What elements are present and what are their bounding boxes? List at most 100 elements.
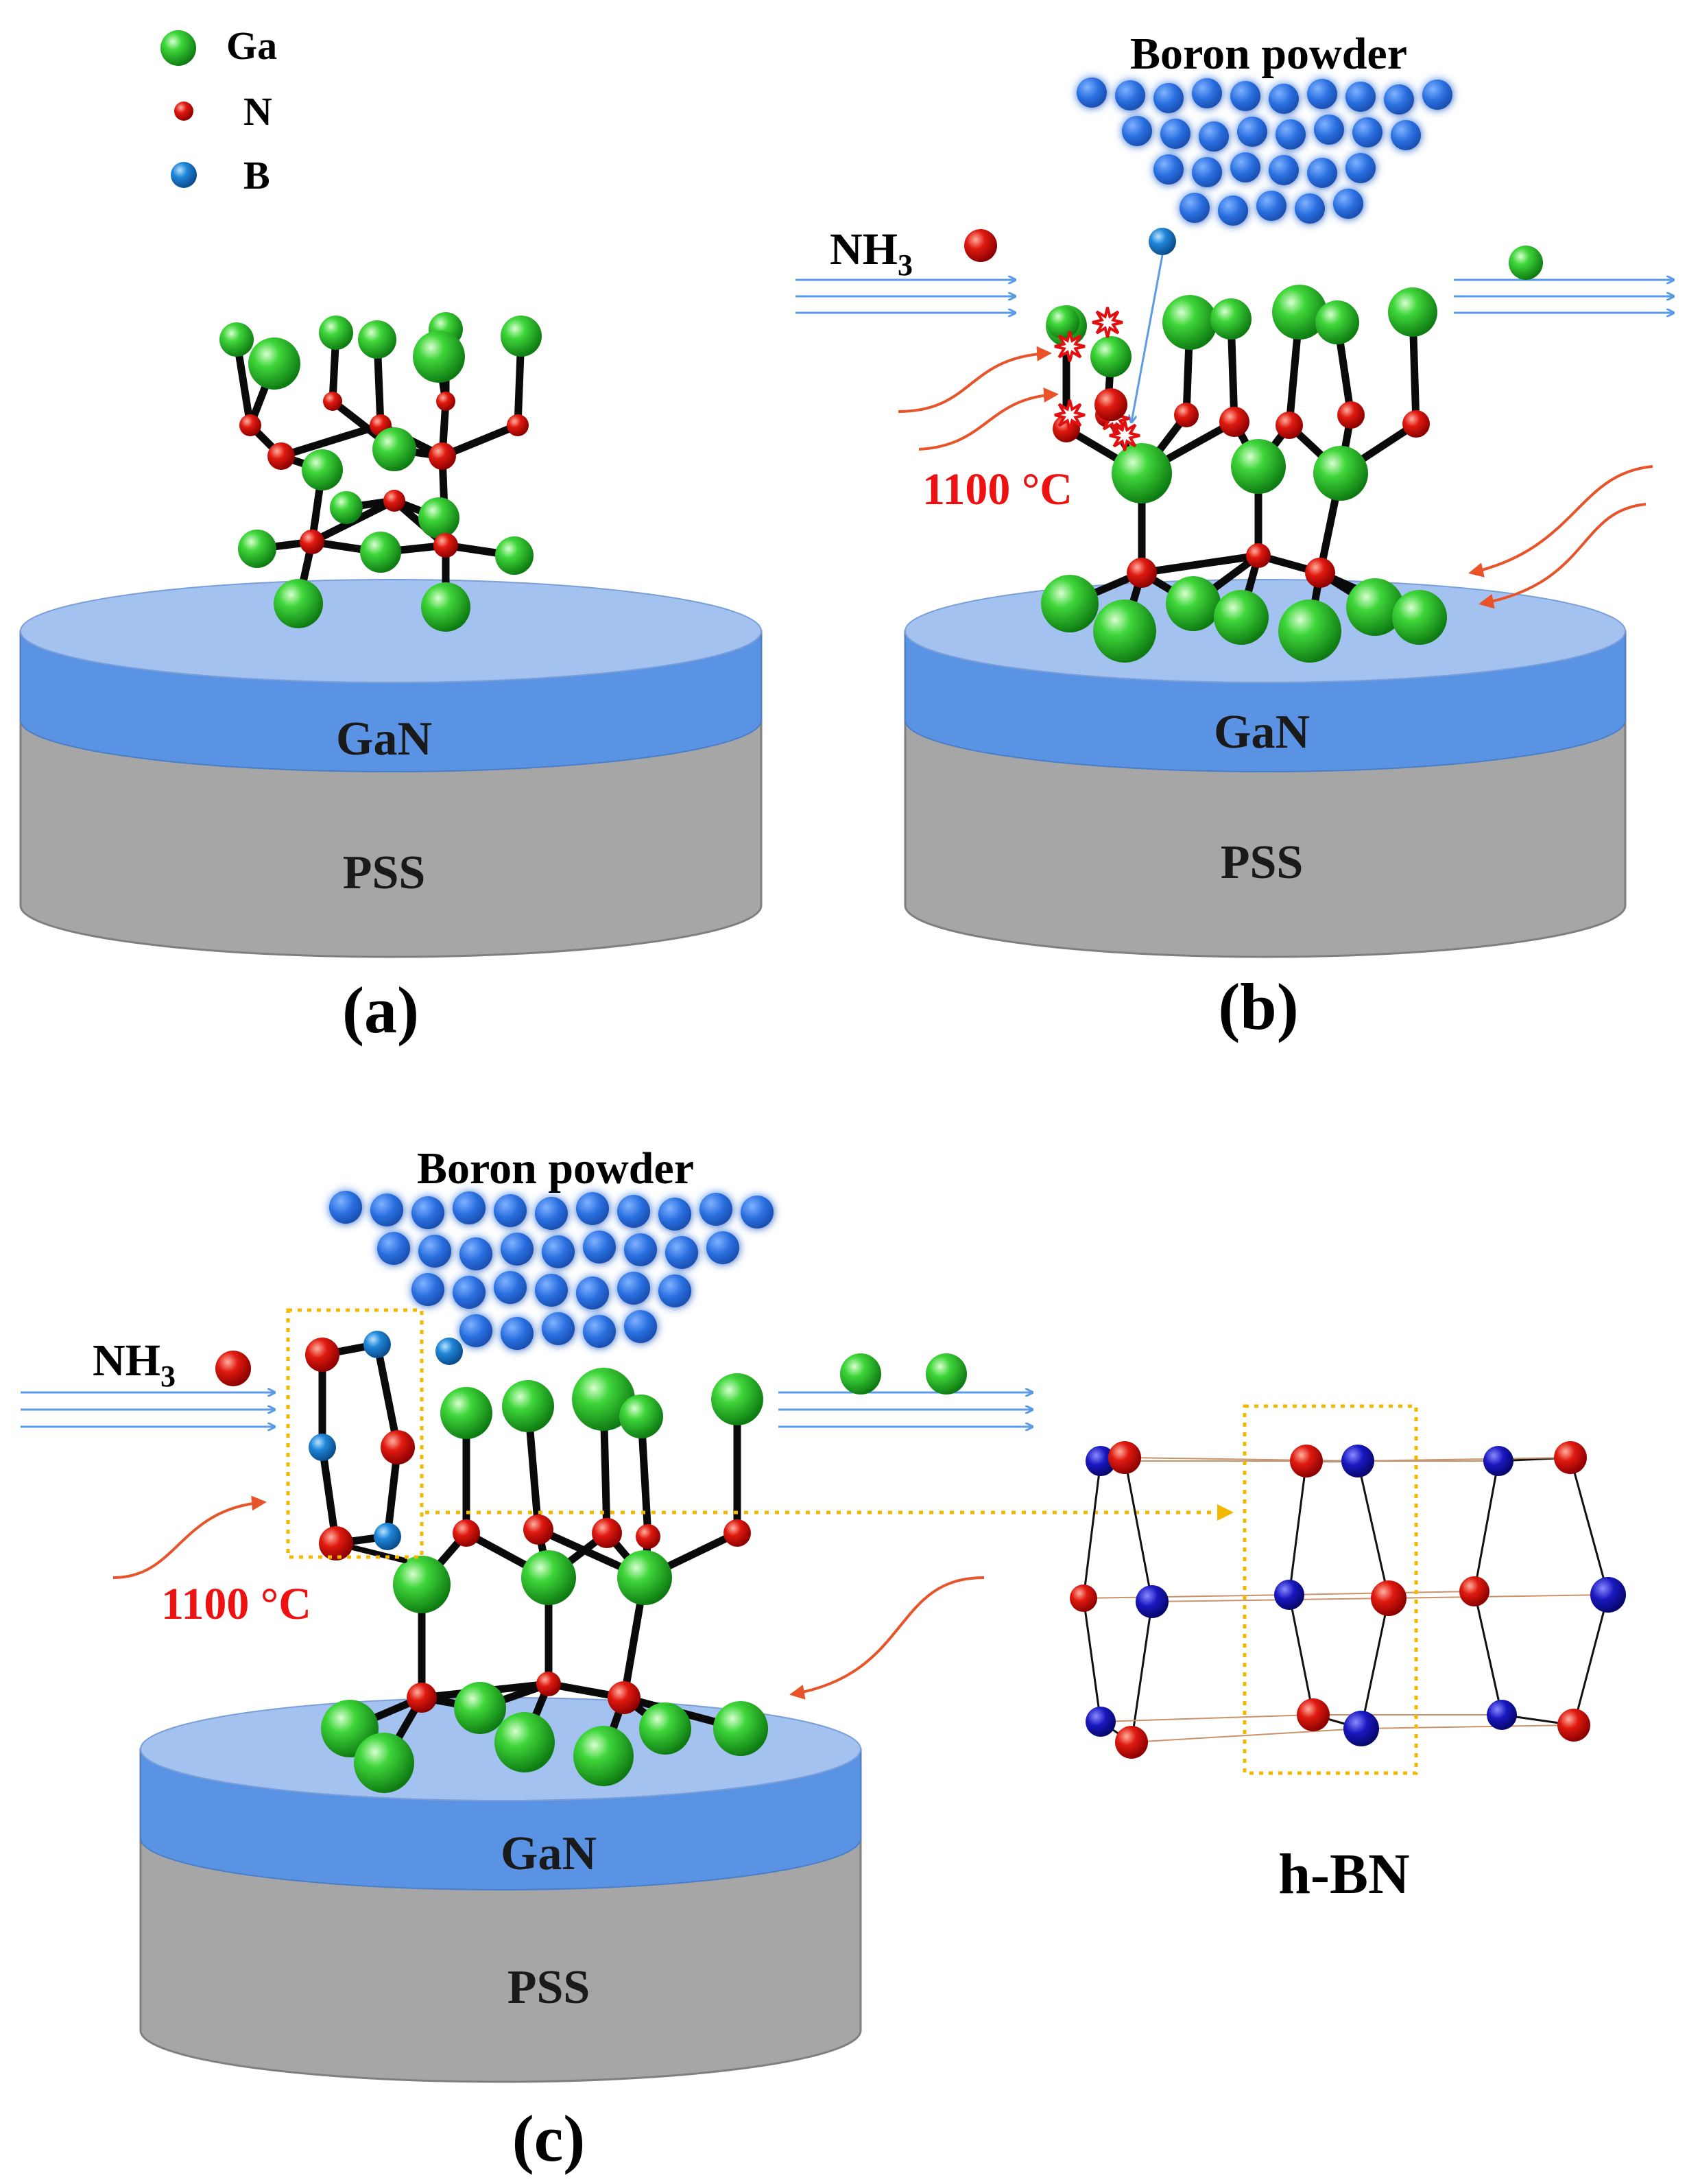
ga-atom (393, 1556, 451, 1613)
ga-atom (372, 427, 416, 471)
ga-atom (494, 1712, 555, 1772)
boron-powder-particle (1352, 117, 1382, 147)
ga-atom (354, 1733, 414, 1793)
ga-atom (1392, 590, 1447, 645)
bond (373, 1340, 402, 1451)
n-atom (523, 1515, 553, 1545)
nh3-n-atom-c (215, 1351, 251, 1386)
bond (1131, 1728, 1362, 1743)
n-atom (407, 1683, 437, 1713)
boron-powder-particle (535, 1197, 568, 1230)
gan-crystal-cluster-c (321, 1368, 768, 1793)
legend-ga-atom (160, 30, 196, 66)
panel-b: GaN PSS Boron powder NH3 1100 (795, 29, 1673, 1043)
bond (1357, 1457, 1571, 1462)
gan-layer-label-a: GaN (336, 713, 432, 765)
n-atom (1174, 403, 1199, 427)
boron-powder-particle (658, 1274, 691, 1307)
bond (1473, 1460, 1500, 1593)
temperature-label-c: 1100 °C (161, 1579, 311, 1629)
n-atom (1290, 1445, 1323, 1477)
boron-powder-particle (459, 1237, 492, 1270)
boron-powder-particle (1077, 78, 1107, 108)
b-atom (1274, 1580, 1304, 1610)
reaction-sparks-b (1046, 306, 1140, 451)
n-atom (1115, 1726, 1148, 1759)
boron-powder-particle (583, 1231, 616, 1263)
ga-atom (713, 1701, 768, 1756)
n-atom (436, 392, 455, 411)
gas-flow-in-b (795, 280, 1015, 313)
boron-powder-particle (1218, 195, 1248, 226)
gan-layer-label-b: GaN (1214, 706, 1310, 759)
n-atom (429, 442, 456, 470)
bond (1123, 1456, 1153, 1603)
ga-atom (619, 1394, 663, 1438)
bond (1100, 1714, 1314, 1722)
ga-atom (1093, 600, 1156, 663)
boron-powder-particle (1153, 154, 1184, 185)
n-atom (1554, 1441, 1587, 1474)
bond (1151, 1598, 1389, 1602)
boron-powder-particle (535, 1274, 568, 1307)
nh3-gas-label-c: NH3 (93, 1336, 176, 1393)
boron-powder-particle (411, 1273, 444, 1306)
n-atom (536, 1672, 561, 1696)
nh3-gas-label-b: NH3 (830, 224, 913, 282)
panel-label-b: (b) (1218, 970, 1298, 1043)
boron-powder-particle (1115, 80, 1145, 110)
temperature-label-b: 1100 °C (922, 464, 1073, 514)
ga-atom (421, 582, 470, 632)
reaction-spark (1092, 307, 1123, 338)
panel-label-a: (a) (342, 973, 419, 1047)
boron-powder-particle (1256, 191, 1286, 221)
n-atom (383, 490, 405, 512)
legend-ga-label: Ga (226, 23, 277, 68)
b-atom (1483, 1446, 1513, 1476)
boron-powder-particle (1391, 120, 1421, 150)
escaping-ga-atom-c-2 (926, 1353, 967, 1394)
ga-atom (1346, 578, 1404, 636)
b-atom (1590, 1577, 1626, 1613)
n-atom (592, 1518, 622, 1548)
boron-powder-particle (1314, 115, 1344, 145)
svg-text:NH3: NH3 (93, 1336, 176, 1393)
gan-layer-label-c: GaN (501, 1827, 597, 1880)
ga-atom (413, 331, 465, 383)
legend-b-label: B (243, 153, 270, 198)
ga-atom (711, 1373, 763, 1425)
bond (1082, 1460, 1102, 1600)
b-atom (1136, 1585, 1169, 1618)
boron-powder-particle (501, 1317, 534, 1350)
ga-atom (572, 1368, 635, 1431)
hbn-lattice (1070, 1441, 1626, 1759)
boron-powder-particle (706, 1231, 739, 1264)
ga-atom (1214, 590, 1269, 645)
boron-powder-particle (624, 1310, 657, 1343)
n-atom (1094, 388, 1127, 421)
ga-atom (219, 322, 254, 357)
boron-powder-particle (1230, 152, 1260, 182)
bond (1130, 1600, 1153, 1744)
heat-arrows-c (112, 1495, 985, 1700)
ga-atom (521, 1550, 576, 1605)
escaping-ga-atom-c (840, 1353, 881, 1394)
falling-boron-atom-b (1149, 228, 1176, 255)
gas-flow-out-b (1454, 280, 1673, 313)
ga-atom (330, 491, 363, 524)
ga-atom (319, 316, 353, 350)
boron-powder-particle (453, 1276, 486, 1309)
boron-powder-particle (1269, 155, 1299, 185)
boron-powder-label-b: Boron powder (1130, 29, 1407, 79)
gas-flow-in-c (21, 1392, 274, 1427)
panel-c: GaN PSS Boron powder NH3 1100 °C (21, 1143, 1626, 2175)
b-atom (309, 1434, 336, 1461)
n-atom (300, 530, 324, 554)
boron-powder-particle (542, 1312, 575, 1345)
n-atom (267, 442, 295, 470)
ga-atom (274, 579, 323, 628)
ga-atom (1388, 287, 1437, 337)
ga-atom (454, 1682, 506, 1734)
boron-powder-particle (1160, 119, 1190, 149)
boron-powder-particle (1180, 193, 1210, 223)
